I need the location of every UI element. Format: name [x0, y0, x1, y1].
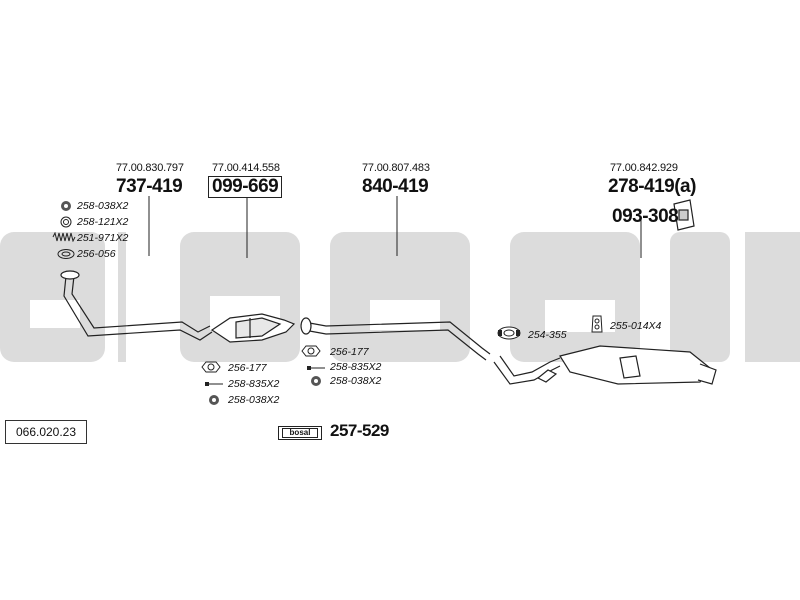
catalyst-fitting-2: 258-835X2: [228, 378, 280, 390]
leader-lines: [148, 196, 642, 258]
kit-part: 257-529: [330, 421, 389, 440]
gasket-icon: [301, 345, 321, 357]
nut-icon: [61, 201, 71, 211]
front-fitting-2: 258-121X2: [77, 216, 129, 228]
section-3-part: 840-419: [362, 176, 429, 197]
gasket-ring-icon: [57, 249, 75, 259]
mid-fitting-1: 256-177: [330, 346, 369, 358]
middle-pipe: [300, 317, 491, 361]
clamp-part: 254-355: [528, 329, 567, 341]
bolt-icon: [205, 382, 223, 386]
catalyst-fitting-3: 258-038X2: [228, 394, 280, 406]
nut-icon: [209, 395, 219, 405]
gasket-icon: [201, 361, 221, 373]
mid-fitting-3: 258-038X2: [330, 375, 382, 387]
bosal-kit-tag-label: bosal: [282, 428, 318, 438]
hanger-icon: [673, 199, 695, 231]
front-fitting-1: 258-038X2: [77, 200, 129, 212]
section-3-ref: 77.00.807.483: [362, 162, 430, 174]
section-4-part: 278-419(a): [608, 176, 696, 197]
section-1-ref: 77.00.830.797: [116, 162, 184, 174]
washer-icon: [60, 216, 72, 228]
catalyst-fitting-1: 256-177: [228, 362, 267, 374]
front-fitting-4: 256-056: [77, 248, 116, 260]
rubber-mount-part: 255-014X4: [610, 320, 662, 332]
nut-icon: [311, 376, 321, 386]
front-fitting-3: 251-971X2: [77, 232, 129, 244]
clamp-icon: [497, 326, 521, 340]
section-1-part: 737-419: [116, 176, 183, 197]
mid-fitting-2: 258-835X2: [330, 361, 382, 373]
bosal-watermark: [0, 232, 800, 362]
rear-silencer: [493, 345, 717, 385]
spring-icon: [52, 232, 76, 242]
section-2-part: 099-669: [208, 176, 283, 198]
catalytic-converter: [210, 313, 296, 343]
bosal-kit-tag: bosal: [278, 426, 322, 440]
rubber-mount-icon: [591, 315, 603, 333]
section-4-ref: 77.00.842.929: [610, 162, 678, 174]
section-2-ref: 77.00.414.558: [212, 162, 280, 174]
bolt-icon: [307, 366, 325, 370]
catalog-number: 066.020.23: [5, 420, 87, 444]
front-pipe: [60, 270, 213, 341]
hanger-part: 093-308: [612, 206, 679, 227]
